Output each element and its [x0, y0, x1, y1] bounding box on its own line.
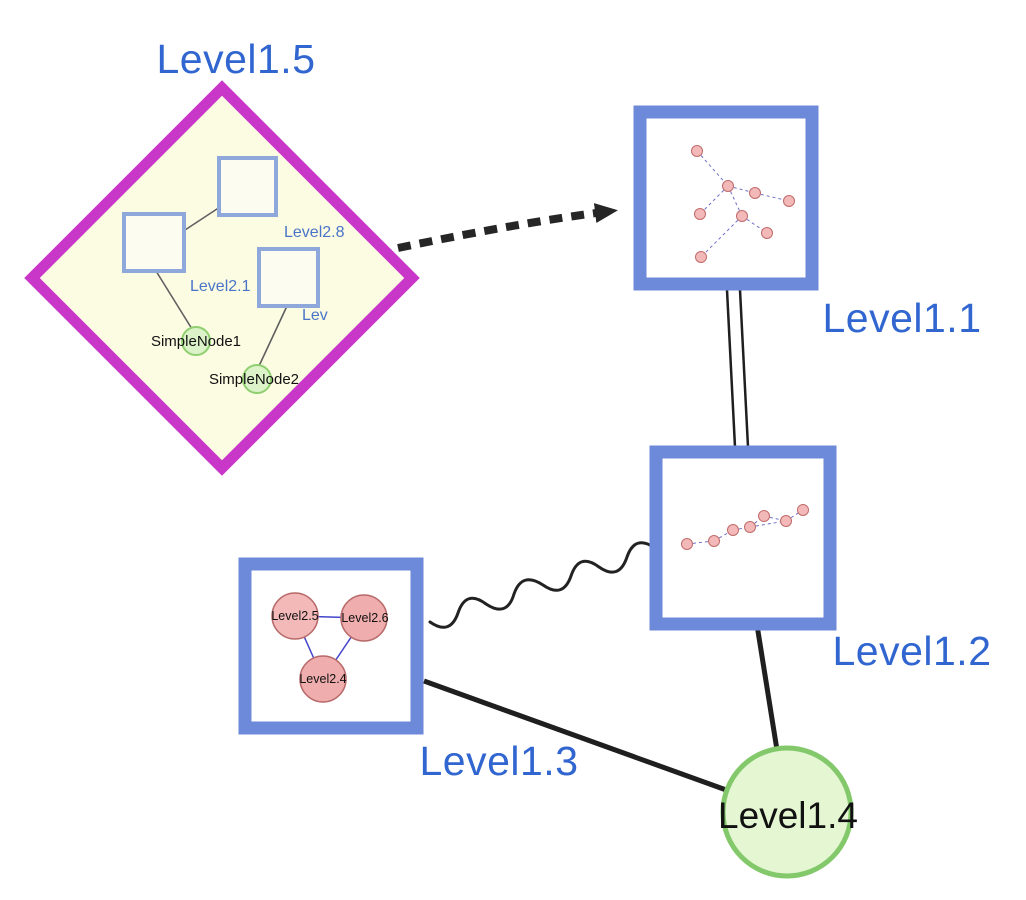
node-level21[interactable]	[122, 212, 186, 273]
edge-level12-level14[interactable]	[754, 624, 780, 751]
node-level12-frame[interactable]	[649, 445, 837, 631]
node-simplenode2-label: SimpleNode2	[209, 371, 299, 388]
node-level15-label: Level1.5	[156, 36, 315, 82]
node-lev-label: Lev	[302, 307, 328, 324]
node-level13-label: Level1.3	[419, 738, 578, 784]
mini-node	[744, 521, 756, 533]
edge-level21-simplenode1	[155, 270, 193, 330]
mini-node	[708, 535, 720, 547]
node-simplenode1-label: SimpleNode1	[151, 333, 241, 350]
node-level25-label: Level2.5	[271, 609, 318, 623]
node-level26-label: Level2.6	[341, 611, 388, 625]
node-level24-label: Level2.4	[299, 672, 346, 686]
level11-mini-graph	[691, 145, 795, 263]
node-level13-frame[interactable]	[238, 557, 424, 735]
mini-node	[797, 504, 809, 516]
node-level25[interactable]	[271, 592, 319, 640]
edge-level13-level14[interactable]	[423, 678, 730, 794]
level13-mini-graph: Level2.5 Level2.6 Level2.4	[271, 592, 389, 703]
edge-level15-level11[interactable]	[397, 203, 618, 252]
node-level26[interactable]	[340, 594, 388, 642]
node-simplenode2[interactable]	[242, 364, 272, 394]
mini-node	[691, 145, 703, 157]
level12-mini-graph	[681, 504, 809, 550]
mini-node	[727, 524, 739, 536]
mini-node	[783, 195, 795, 207]
node-level14[interactable]: Level1.4	[718, 745, 858, 879]
mini-node	[681, 538, 693, 550]
node-level28[interactable]	[217, 156, 278, 217]
node-simplenode1[interactable]	[181, 326, 211, 356]
edge-lev-simplenode2	[258, 305, 288, 367]
node-level24[interactable]	[299, 655, 347, 703]
node-level12-label: Level1.2	[832, 628, 991, 674]
mini-node	[780, 515, 792, 527]
diamond-shape[interactable]	[24, 80, 420, 476]
edge-level11-level12[interactable]	[725, 289, 750, 448]
node-level15[interactable]: Level2.8 Level2.1 Lev SimpleNode1 Simple…	[24, 80, 420, 476]
edge-level13-level12[interactable]	[428, 541, 657, 629]
node-level13[interactable]: Level2.5 Level2.6 Level2.4	[238, 557, 424, 735]
mini-node	[736, 210, 748, 222]
mini-node	[722, 180, 734, 192]
node-level14-label: Level1.4	[718, 795, 858, 836]
node-level11[interactable]	[633, 105, 819, 291]
mini-node	[694, 208, 706, 220]
mini-node	[761, 227, 773, 239]
node-level21-label: Level2.1	[190, 278, 251, 295]
mini-node	[695, 251, 707, 263]
node-level11-label: Level1.1	[822, 295, 981, 341]
node-lev[interactable]	[257, 247, 320, 308]
edge-level21-level28	[184, 206, 221, 231]
mini-node	[758, 510, 770, 522]
mini-node	[749, 187, 761, 199]
node-level12[interactable]	[649, 445, 837, 631]
node-level11-frame[interactable]	[633, 105, 819, 291]
node-level14-shape[interactable]	[720, 745, 854, 879]
node-level28-label: Level2.8	[284, 224, 345, 241]
